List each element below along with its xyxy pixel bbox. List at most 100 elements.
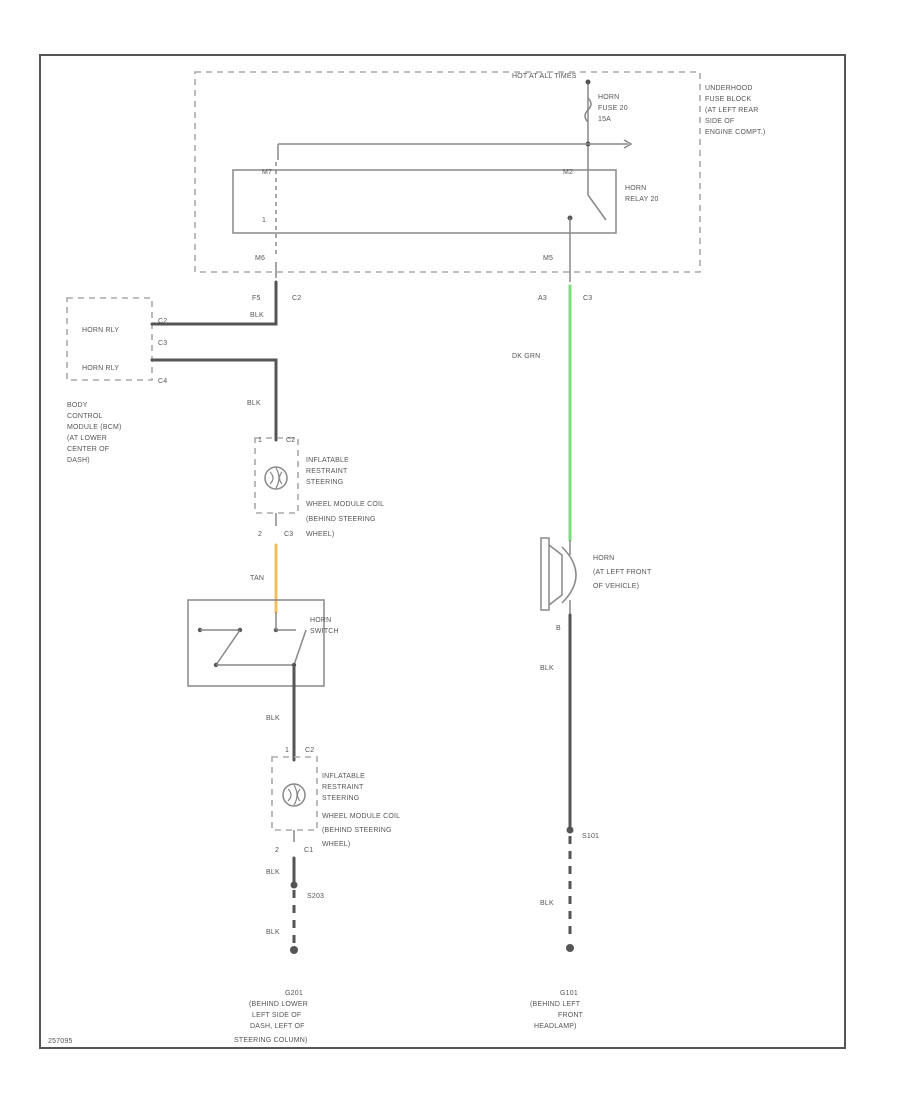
connector-c2: C2 — [292, 295, 301, 302]
relay-pin-1: 1 — [262, 217, 266, 224]
svg-text:SWITCH: SWITCH — [310, 628, 339, 635]
coil-bottom-label: INFLATABLE RESTRAINT STEERING WHEEL MODU… — [322, 773, 400, 848]
horn-relay-box — [232, 169, 617, 234]
relay-switch — [567, 160, 607, 262]
wire-label-blk-g101: BLK — [540, 900, 554, 907]
horn-switch-box — [187, 599, 325, 687]
svg-text:LEFT SIDE OF: LEFT SIDE OF — [252, 1012, 301, 1019]
connector-a3: A3 — [538, 295, 547, 302]
bcm-outline — [66, 297, 153, 381]
coil-top-pin-2: 2 — [258, 531, 262, 538]
connector-c3: C3 — [583, 295, 592, 302]
wire-label-blk-g201-a: BLK — [266, 869, 280, 876]
coil-top-label: INFLATABLE RESTRAINT STEERING WHEEL MODU… — [306, 457, 384, 538]
svg-text:INFLATABLE: INFLATABLE — [306, 457, 349, 464]
wire-label-blk-switch: BLK — [266, 715, 280, 722]
coil-bottom-conn-c2: C2 — [305, 747, 314, 754]
bcm-name: BODY CONTROL MODULE (BCM) (AT LOWER CENT… — [67, 402, 122, 464]
bcm-c2: C2 — [158, 318, 167, 325]
svg-text:WHEEL MODULE COIL: WHEEL MODULE COIL — [306, 501, 384, 508]
horn-icon — [540, 537, 577, 615]
splice-s101-label: S101 — [582, 833, 599, 840]
ground-g101-label: G101 (BEHIND LEFT FRONT HEADLAMP) — [530, 990, 584, 1030]
svg-text:STEERING COLUMN): STEERING COLUMN) — [234, 1037, 308, 1044]
svg-text:ENGINE COMPT.): ENGINE COMPT.) — [705, 129, 765, 136]
coil-bottom-conn-c1: C1 — [304, 847, 313, 854]
svg-text:(BEHIND LEFT: (BEHIND LEFT — [530, 1001, 581, 1008]
svg-text:SIDE OF: SIDE OF — [705, 118, 734, 125]
coil-bottom-icon — [282, 783, 306, 807]
wire-label-tan: TAN — [250, 575, 264, 582]
svg-text:FUSE 20: FUSE 20 — [598, 105, 628, 112]
svg-text:INFLATABLE: INFLATABLE — [322, 773, 365, 780]
svg-text:WHEEL): WHEEL) — [306, 531, 334, 538]
connector-f5: F5 — [252, 295, 261, 302]
svg-text:HORN: HORN — [310, 617, 331, 624]
svg-text:CENTER OF: CENTER OF — [67, 446, 109, 453]
svg-text:(BEHIND STEERING: (BEHIND STEERING — [322, 827, 392, 834]
horn-switch-contacts — [197, 612, 307, 668]
svg-text:(BEHIND LOWER: (BEHIND LOWER — [249, 1001, 308, 1008]
splice-s203-dot — [290, 881, 298, 889]
coil-top-outline — [254, 437, 299, 514]
wire-blk-bcm-to-coil — [150, 358, 278, 442]
bcm-horn-rly-1: HORN RLY — [82, 327, 119, 334]
svg-text:OF VEHICLE): OF VEHICLE) — [593, 583, 639, 590]
hot-at-all-times-label: HOT AT ALL TIMES — [512, 73, 577, 80]
svg-text:G201: G201 — [285, 990, 303, 997]
coil-top-icon — [264, 466, 288, 490]
svg-text:HORN: HORN — [598, 94, 619, 101]
relay-pin-m7: M7 — [262, 169, 272, 176]
svg-text:DASH): DASH) — [67, 457, 90, 464]
wire-label-blk-bcm: BLK — [247, 400, 261, 407]
horn-label: HORN (AT LEFT FRONT OF VEHICLE) — [593, 555, 652, 590]
splice-s101-dot — [566, 826, 574, 834]
footer-code: 257095 — [48, 1038, 73, 1045]
svg-text:(AT LEFT REAR: (AT LEFT REAR — [705, 107, 759, 114]
fuse-block-pin-m6: M6 — [255, 255, 265, 262]
wire-label-blk-horn: BLK — [540, 665, 554, 672]
connector-pins-top — [275, 262, 571, 282]
coil-bottom-pin-1: 1 — [285, 747, 289, 754]
svg-text:RESTRAINT: RESTRAINT — [322, 784, 364, 791]
relay-pin-m2: M2 — [563, 169, 573, 176]
svg-text:BODY: BODY — [67, 402, 88, 409]
fuse-block-name: UNDERHOOD FUSE BLOCK (AT LEFT REAR SIDE … — [705, 85, 765, 136]
svg-text:WHEEL): WHEEL) — [322, 841, 350, 848]
relay-feed-bus — [277, 139, 633, 160]
coil-top-pin-1: 1 — [258, 437, 262, 444]
svg-text:CONTROL: CONTROL — [67, 413, 103, 420]
svg-text:UNDERHOOD: UNDERHOOD — [705, 85, 753, 92]
bcm-horn-rly-2: HORN RLY — [82, 365, 119, 372]
arrow-right-icon — [623, 139, 633, 149]
svg-text:(BEHIND STEERING: (BEHIND STEERING — [306, 516, 376, 523]
wire-label-dk-grn: DK GRN — [512, 353, 540, 360]
wire-label-blk-g201-b: BLK — [266, 929, 280, 936]
diagram-frame — [39, 54, 846, 1049]
svg-text:HORN: HORN — [593, 555, 614, 562]
coil-bottom-pin-2: 2 — [275, 847, 279, 854]
svg-text:STEERING: STEERING — [322, 795, 359, 802]
ground-g201-icon — [290, 946, 298, 954]
wire-blk-relay-to-bcm — [150, 280, 278, 326]
svg-text:(AT LEFT FRONT: (AT LEFT FRONT — [593, 569, 652, 576]
horn-pin-b: B — [556, 625, 561, 632]
svg-text:FRONT: FRONT — [558, 1012, 584, 1019]
svg-text:HEADLAMP): HEADLAMP) — [534, 1023, 577, 1030]
svg-text:HORN: HORN — [625, 185, 646, 192]
ground-g101-icon — [566, 944, 574, 952]
svg-text:G101: G101 — [560, 990, 578, 997]
bcm-c4: C4 — [158, 378, 167, 385]
svg-text:RELAY 20: RELAY 20 — [625, 196, 659, 203]
fuse-symbol-icon — [584, 97, 592, 123]
svg-text:15A: 15A — [598, 116, 611, 123]
horn-fuse: HORN FUSE 20 15A — [584, 79, 628, 160]
fuse-block-outline — [194, 71, 701, 273]
coil-top-conn-c2: C2 — [286, 437, 295, 444]
svg-text:RESTRAINT: RESTRAINT — [306, 468, 348, 475]
svg-text:MODULE (BCM): MODULE (BCM) — [67, 424, 122, 431]
ground-g201-label: G201 (BEHIND LOWER LEFT SIDE OF DASH, LE… — [234, 990, 308, 1044]
coil-top-conn-c3: C3 — [284, 531, 293, 538]
horn-switch-label: HORN SWITCH — [310, 617, 339, 635]
